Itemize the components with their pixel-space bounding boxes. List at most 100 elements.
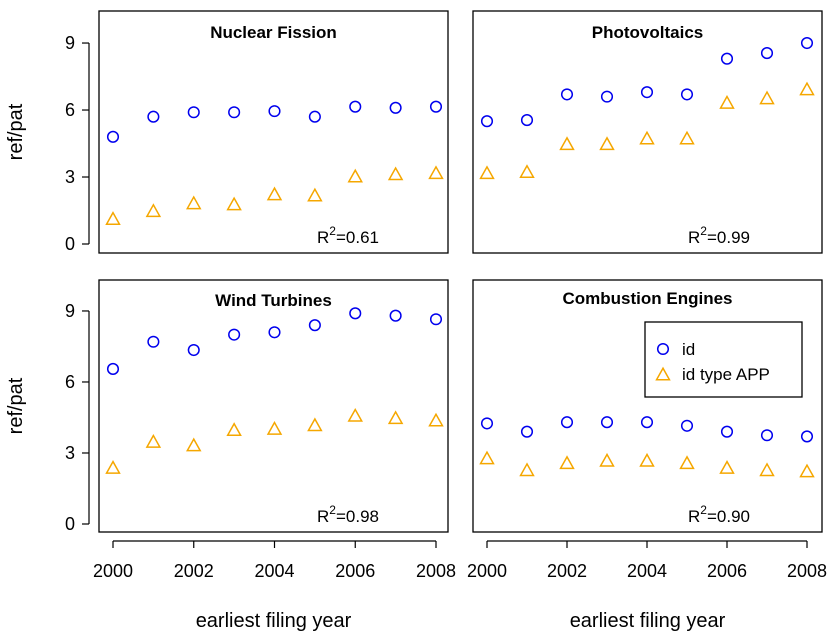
y-tick-label: 6: [65, 372, 75, 392]
data-point-id: [429, 100, 443, 113]
data-point-id: [147, 110, 160, 123]
data-point-id-type-app: [347, 168, 363, 183]
r2-superscript: 2: [700, 503, 707, 517]
panel-frame: [98, 10, 449, 254]
x-tick-label: 2006: [335, 561, 375, 581]
data-point-id-type-app: [145, 434, 162, 448]
data-point-id: [680, 419, 694, 432]
data-point-id-type-app: [559, 455, 575, 470]
data-point-id-type-app: [387, 166, 404, 181]
data-point-id: [800, 36, 814, 50]
r2-value: =0.98: [336, 507, 379, 526]
x-tick-label: 2008: [416, 561, 456, 581]
data-point-id-type-app: [226, 422, 242, 437]
x-tick-label: 2000: [93, 561, 133, 581]
data-point-id-type-app: [679, 130, 695, 145]
x-tick-label: 2002: [174, 561, 214, 581]
data-point-id-type-app: [186, 195, 202, 210]
data-point-id: [268, 105, 281, 118]
data-point-id: [308, 110, 321, 123]
data-point-id: [106, 362, 120, 376]
data-point-id-type-app: [759, 90, 775, 105]
r2-value: =0.61: [336, 228, 379, 247]
r2-superscript: 2: [329, 224, 336, 238]
data-point-id-type-app: [719, 460, 735, 474]
panel-frame: [98, 279, 449, 533]
y-axis-title: ref/pat: [5, 103, 27, 160]
y-tick-label: 0: [65, 514, 75, 534]
panel-title: Nuclear Fission: [210, 23, 337, 42]
data-point-id: [640, 416, 654, 429]
data-point-id: [429, 313, 443, 326]
data-point-id-type-app: [679, 455, 695, 470]
data-point-id: [228, 106, 241, 119]
data-point-id-type-app: [519, 462, 535, 477]
legend-label: id: [682, 340, 695, 359]
y-tick-label: 9: [65, 33, 75, 53]
r2-annotation: R2=0.98: [317, 503, 379, 526]
y-tick-label: 0: [65, 234, 75, 254]
r2-superscript: 2: [329, 503, 336, 517]
data-point-id: [187, 343, 200, 357]
data-point-id: [349, 100, 362, 113]
data-point-id: [560, 88, 574, 101]
r2-annotation: R2=0.61: [317, 224, 379, 247]
x-tick-label: 2004: [254, 561, 294, 581]
data-point-id: [720, 52, 734, 65]
data-point-id-type-app: [347, 407, 363, 422]
data-point-id: [760, 429, 774, 442]
y-tick-label: 9: [65, 301, 75, 321]
panel-title: Wind Turbines: [215, 291, 332, 310]
legend: id id type APP: [644, 321, 803, 398]
data-point-id-type-app: [639, 130, 655, 145]
panel-title: Combustion Engines: [563, 289, 733, 308]
data-point-id-type-app: [759, 462, 775, 477]
data-point-id-type-app: [719, 94, 735, 109]
data-point-id: [349, 307, 362, 320]
data-point-id: [680, 88, 694, 101]
data-point-id: [480, 115, 494, 128]
legend-label: id type APP: [682, 365, 770, 384]
data-point-id: [389, 309, 402, 322]
panel-frame: [472, 279, 823, 533]
r2-symbol: R: [688, 228, 700, 247]
data-point-id: [480, 417, 494, 430]
data-point-id: [308, 319, 321, 332]
r2-symbol: R: [317, 228, 329, 247]
x-tick-label: 2000: [467, 561, 507, 581]
data-point-id: [147, 335, 160, 348]
data-point-id-type-app: [266, 186, 283, 201]
data-point-id-type-app: [145, 203, 162, 218]
data-point-id: [600, 90, 614, 103]
data-point-id-type-app: [387, 410, 404, 425]
data-point-id: [187, 106, 200, 119]
data-point-id: [389, 101, 402, 114]
x-tick-label: 2004: [627, 561, 667, 581]
panel-title: Photovoltaics: [592, 23, 703, 42]
data-point-id-type-app: [105, 211, 121, 225]
x-tick-label: 2006: [707, 561, 747, 581]
data-point-id-type-app: [799, 463, 815, 478]
data-point-id-type-app: [599, 452, 615, 467]
data-point-id: [560, 416, 574, 429]
legend-marker-triangle: [655, 366, 671, 381]
legend-box: [644, 321, 803, 398]
data-point-id-type-app: [559, 136, 575, 151]
y-tick-label: 3: [65, 443, 75, 463]
data-point-id: [640, 86, 654, 99]
data-point-id: [800, 430, 814, 443]
data-point-id-type-app: [479, 165, 495, 180]
x-tick-label: 2002: [547, 561, 587, 581]
data-point-id-type-app: [519, 164, 535, 179]
r2-symbol: R: [688, 507, 700, 526]
r2-value: =0.99: [707, 228, 750, 247]
data-point-id-type-app: [226, 196, 242, 211]
data-point-id-type-app: [428, 412, 444, 427]
data-point-id: [600, 416, 614, 429]
legend-marker-circle: [656, 342, 670, 356]
